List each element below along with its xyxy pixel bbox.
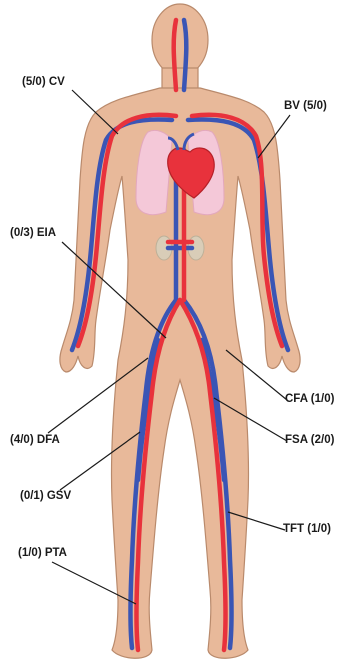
label-tft: TFT (1/0): [283, 524, 331, 536]
head-vein: [184, 20, 186, 90]
body-silhouette: [60, 4, 300, 658]
label-pta: (1/0) PTA: [18, 548, 67, 560]
label-bv: BV (5/0): [284, 101, 327, 113]
label-cv: (5/0) CV: [22, 77, 65, 89]
label-dfa: (4/0) DFA: [10, 435, 60, 447]
label-gsv: (0/1) GSV: [20, 491, 71, 503]
label-fsa: FSA (2/0): [285, 435, 334, 447]
carotid-artery: [174, 20, 176, 90]
label-cfa: CFA (1/0): [285, 394, 334, 406]
label-eia: (0/3) EIA: [10, 228, 56, 240]
